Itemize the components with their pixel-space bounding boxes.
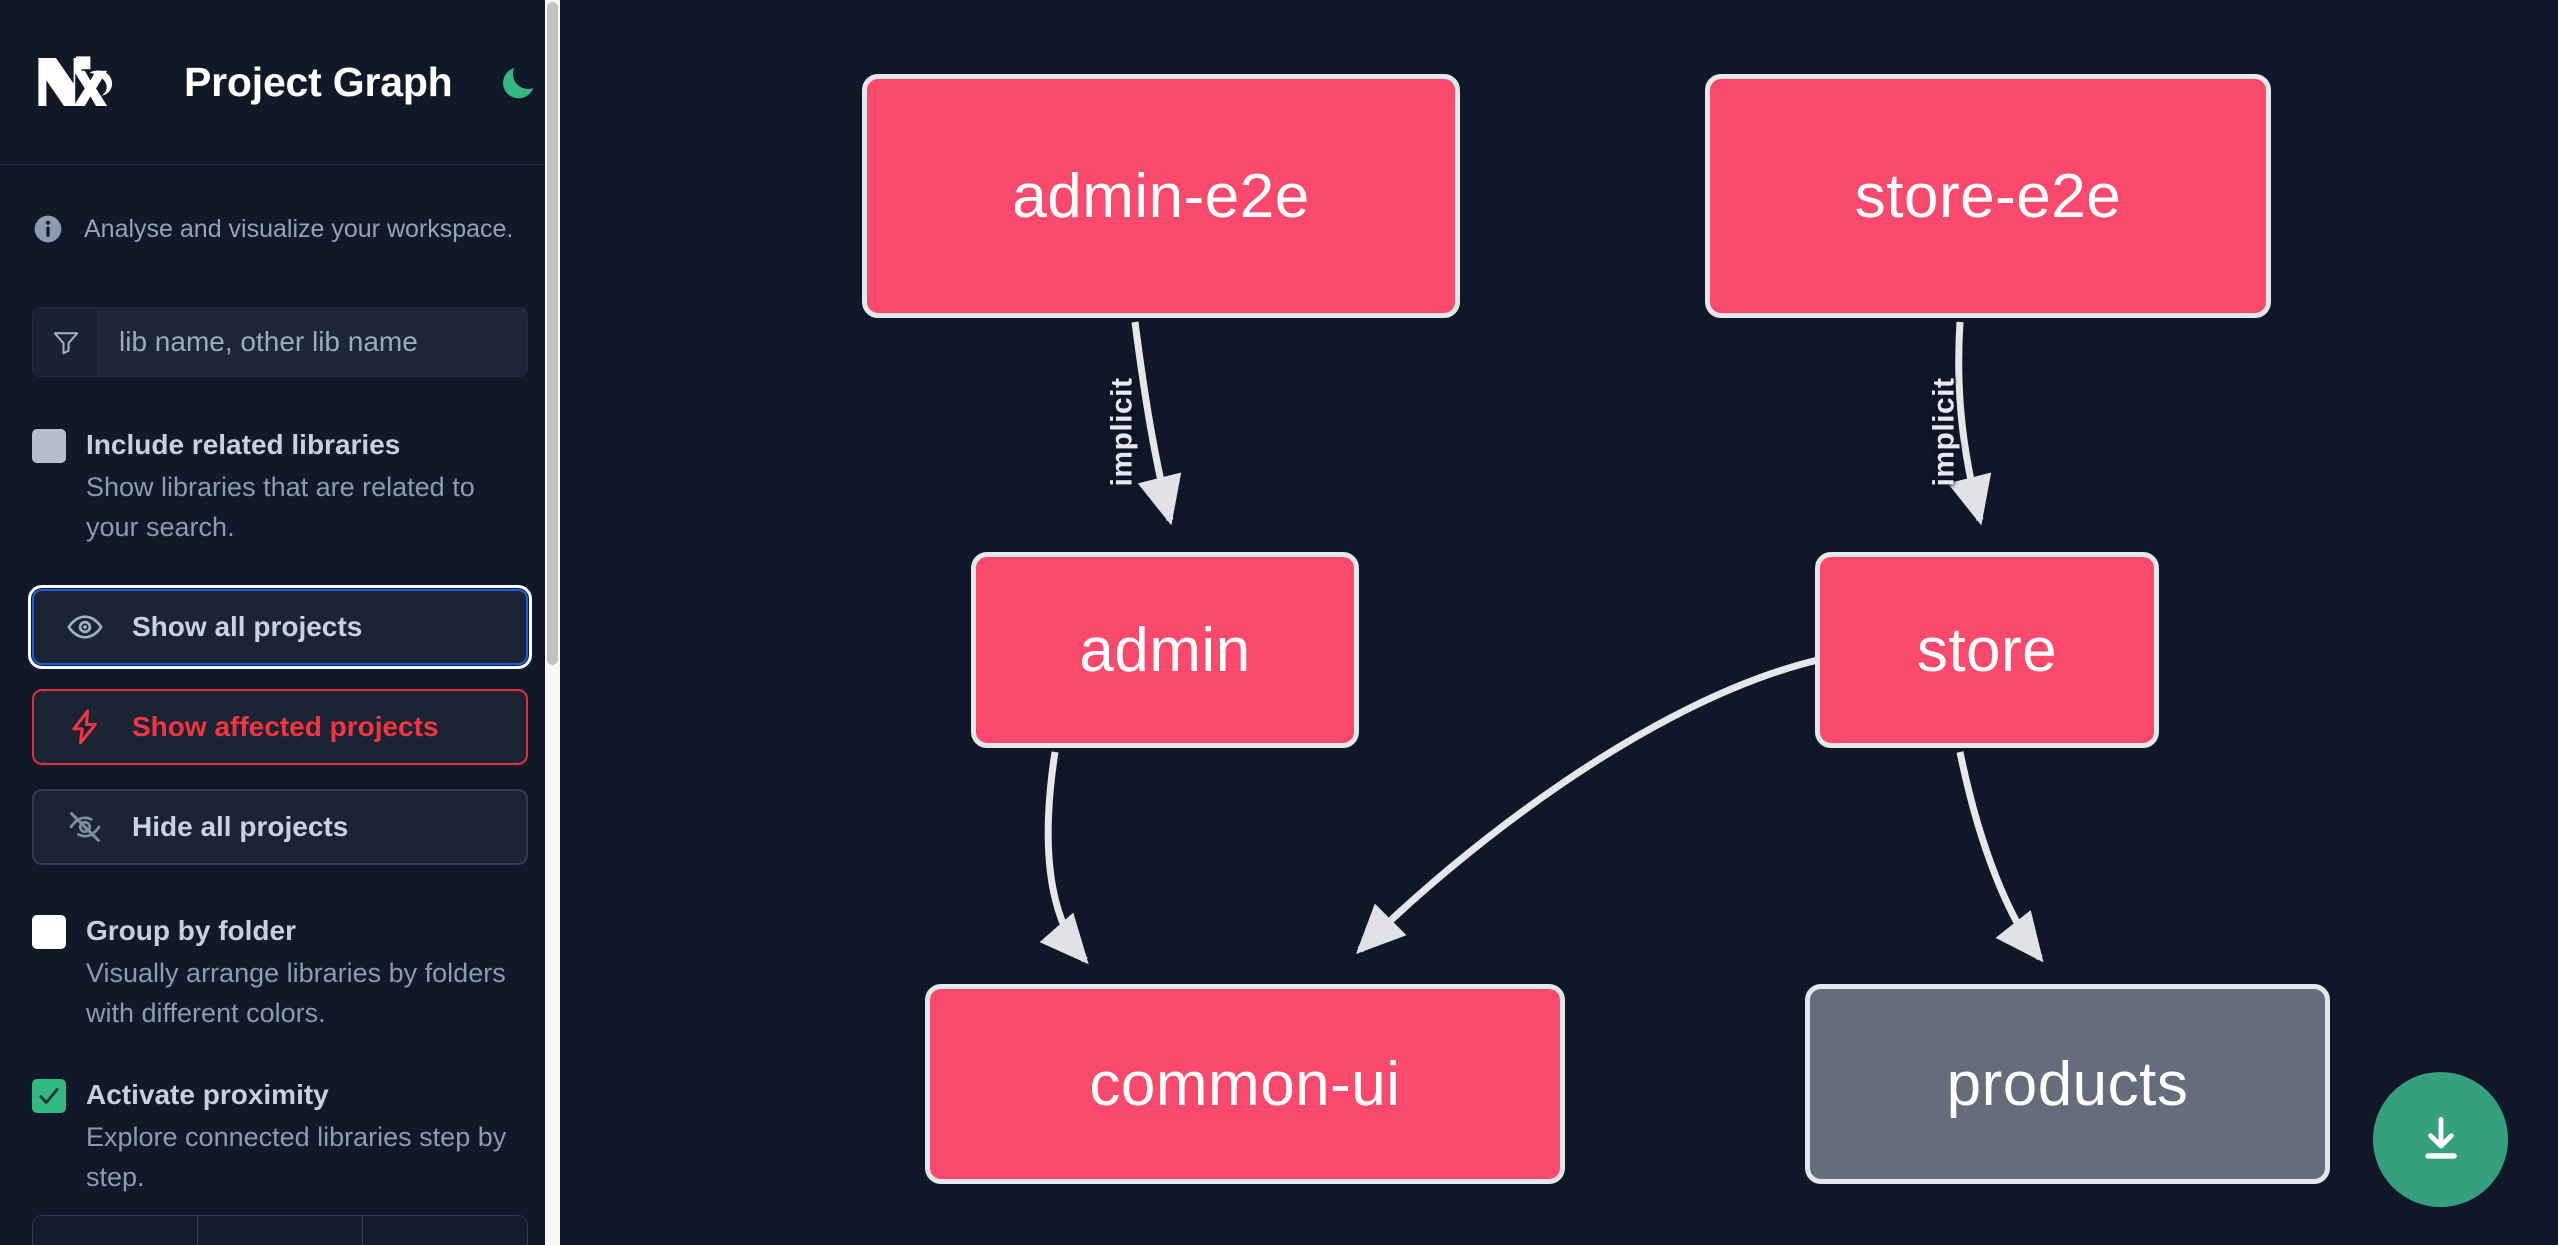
nx-logo-icon — [32, 50, 128, 114]
node-label: store — [1916, 615, 2058, 685]
checkbox-group-by-folder[interactable] — [32, 915, 66, 949]
graph-node-store[interactable]: store — [1815, 552, 2159, 748]
segment-1[interactable] — [33, 1216, 198, 1245]
node-label: common-ui — [1089, 1049, 1401, 1119]
segment-3[interactable] — [363, 1216, 527, 1245]
option-label: Include related libraries — [86, 429, 401, 460]
show-all-projects-button[interactable]: Show all projects — [28, 585, 532, 669]
checkbox-include-related-libraries[interactable] — [32, 429, 66, 463]
sidebar-scrollbar-thumb[interactable] — [547, 2, 558, 665]
info-banner: Analyse and visualize your workspace. — [0, 165, 560, 245]
bottom-segmented-control[interactable] — [32, 1215, 528, 1245]
option-description: Explore connected libraries step by step… — [86, 1122, 507, 1192]
option-description: Show libraries that are related to your … — [86, 472, 475, 542]
edge-label-implicit-admin: implicit — [1105, 377, 1139, 487]
segment-2[interactable] — [198, 1216, 363, 1245]
checkmark-icon — [39, 1088, 59, 1104]
checkbox-activate-proximity[interactable] — [32, 1079, 66, 1113]
show-affected-projects-button[interactable]: Show affected projects — [32, 689, 528, 765]
edge-admin-e2e-admin — [1131, 321, 1182, 526]
edge-store-common-ui — [1356, 656, 1819, 954]
filter-funnel-icon — [33, 308, 99, 376]
hide-all-projects-button[interactable]: Hide all projects — [32, 789, 528, 865]
moon-icon[interactable] — [499, 62, 539, 102]
lightning-bolt-icon — [66, 708, 104, 746]
graph-canvas[interactable]: admin-e2e store-e2e admin store common-u… — [560, 0, 2558, 1245]
option-activate-proximity[interactable]: Activate proximity Explore connected lib… — [0, 1073, 560, 1197]
download-icon — [2424, 1116, 2457, 1159]
node-label: products — [1946, 1049, 2189, 1119]
eye-off-icon — [66, 808, 104, 846]
info-circle-icon — [32, 213, 64, 245]
graph-node-store-e2e[interactable]: store-e2e — [1705, 74, 2271, 318]
edge-store-products — [1956, 751, 2044, 963]
search-input[interactable] — [99, 308, 527, 376]
graph-node-admin[interactable]: admin — [971, 552, 1359, 748]
page-title: Project Graph — [184, 58, 453, 105]
search-bar[interactable] — [32, 307, 528, 377]
info-text: Analyse and visualize your workspace. — [84, 214, 514, 243]
graph-node-common-ui[interactable]: common-ui — [925, 984, 1565, 1184]
visibility-buttons: Show all projects Show affected projects — [0, 585, 560, 865]
hide-all-projects-label: Hide all projects — [132, 811, 349, 842]
sidebar-header: Project Graph — [0, 0, 560, 165]
sidebar: Project Graph Analyse and visualize your… — [0, 0, 560, 1245]
edge-admin-common-ui — [1039, 751, 1089, 965]
option-include-related-libraries[interactable]: Include related libraries Show libraries… — [0, 423, 560, 547]
eye-icon — [66, 608, 104, 646]
node-label: store-e2e — [1854, 161, 2122, 231]
node-label: admin — [1079, 615, 1251, 685]
option-label: Activate proximity — [86, 1079, 329, 1110]
option-label: Group by folder — [86, 915, 296, 946]
option-description: Visually arrange libraries by folders wi… — [86, 958, 506, 1028]
edge-store-e2e-store — [1947, 321, 1992, 526]
show-affected-projects-label: Show affected projects — [132, 711, 439, 742]
graph-node-products[interactable]: products — [1805, 984, 2330, 1184]
edge-label-implicit-store: implicit — [1927, 377, 1961, 487]
graph-edges — [1039, 321, 2044, 965]
graph-node-admin-e2e[interactable]: admin-e2e — [862, 74, 1460, 318]
show-all-projects-label: Show all projects — [132, 611, 363, 642]
node-label: admin-e2e — [1012, 161, 1310, 231]
option-group-by-folder[interactable]: Group by folder Visually arrange librari… — [0, 909, 560, 1033]
download-graph-button[interactable] — [2373, 1072, 2508, 1207]
